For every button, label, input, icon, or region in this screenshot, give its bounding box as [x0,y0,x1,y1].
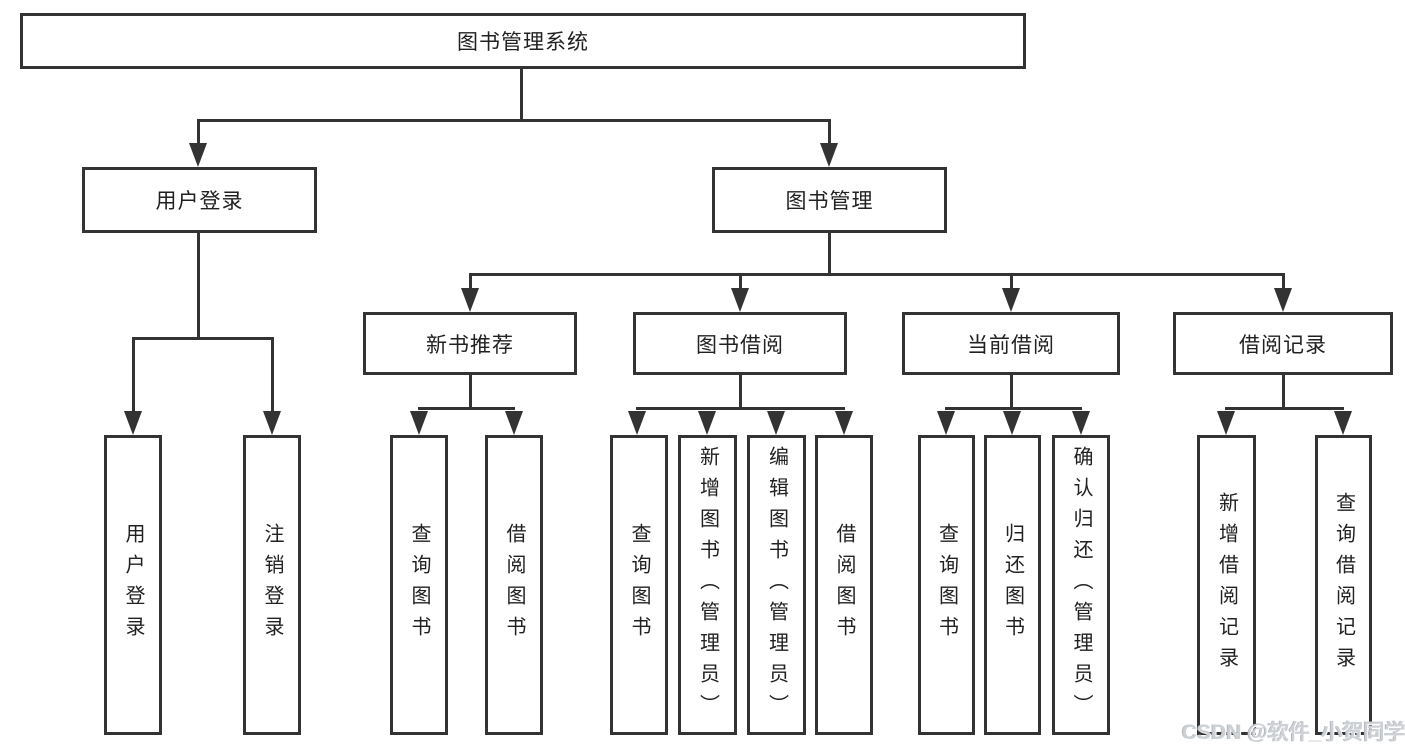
connector-split-book-borrowing [636,407,845,410]
leaf-confirm-return-admin-label: 确认归还（管理员） [1070,445,1092,725]
connector-stem-book-management [828,230,831,276]
node-borrowing-records-label: 借阅记录 [1239,333,1327,357]
leaf-query-books-recommend: 查询图书 [390,435,448,735]
connector-shaft [828,119,831,147]
leaf-borrow-books-recommend-label: 借阅图书 [503,523,525,647]
node-current-borrowing-label: 当前借阅 [967,333,1055,357]
arrow-down-icon [937,411,955,435]
leaf-confirm-return-admin: 确认归还（管理员） [1052,435,1110,735]
connector-stem-current-borrowing [1010,372,1013,410]
arrow-down-icon [1274,288,1292,312]
node-user-login-label: 用户登录 [155,190,244,213]
leaf-return-books-label: 归还图书 [1001,523,1024,647]
arrow-down-icon [835,411,853,435]
connector-split-borrowing-records [1225,407,1344,410]
connector-split-book-management [469,273,1284,276]
node-current-borrowing: 当前借阅 [902,312,1120,375]
connector-shaft [739,273,742,291]
leaf-edit-books-admin: 编辑图书（管理员） [747,435,806,735]
connector-shaft [469,273,472,291]
connector-shaft [132,337,135,414]
connector-stem-root [520,66,523,122]
leaf-query-books-current-label: 查询图书 [935,523,958,647]
arrow-down-icon [698,411,716,435]
node-book-borrowing: 图书借阅 [633,312,847,375]
leaf-return-books: 归还图书 [984,435,1041,735]
node-new-book-recommend-label: 新书推荐 [426,333,514,357]
arrow-down-icon [124,411,142,435]
csdn-watermark: CSDN @软件_小贺同学 [1182,721,1405,744]
connector-shaft [271,337,274,414]
arrow-down-icon [628,411,646,435]
leaf-borrow-books-label: 借阅图书 [833,523,855,647]
leaf-query-books-recommend-label: 查询图书 [408,523,430,647]
node-user-login: 用户登录 [82,167,317,233]
arrow-down-icon [1003,411,1021,435]
connector-stem-book-borrowing [739,372,742,410]
arrow-down-icon [461,288,479,312]
leaf-borrow-books: 借阅图书 [815,435,873,735]
connector-stem-borrowing-records [1282,372,1285,410]
leaf-logout: 注销登录 [243,435,301,735]
connector-shaft [197,119,200,147]
node-new-book-recommend: 新书推荐 [363,312,577,375]
leaf-add-books-admin-label: 新增图书（管理员） [696,445,719,725]
leaf-user-login-label: 用户登录 [122,523,144,647]
connector-split-level1 [197,119,830,122]
connector-split-user-login [132,337,274,340]
arrow-down-icon [263,411,281,435]
leaf-query-books-current: 查询图书 [918,435,975,735]
arrow-down-icon [189,143,207,167]
arrow-down-icon [1002,288,1020,312]
node-root-label: 图书管理系统 [457,31,589,54]
leaf-query-books-borrowing: 查询图书 [610,435,668,735]
leaf-query-borrow-record: 查询借阅记录 [1315,435,1372,735]
node-borrowing-records: 借阅记录 [1173,312,1393,375]
leaf-add-borrow-record: 新增借阅记录 [1197,435,1256,735]
arrow-down-icon [505,411,523,435]
connector-split-new-book [418,407,515,410]
connector-stem-user-login [197,230,200,340]
leaf-user-login: 用户登录 [104,435,162,735]
leaf-edit-books-admin-label: 编辑图书（管理员） [765,445,788,725]
leaf-add-books-admin: 新增图书（管理员） [678,435,737,735]
node-root: 图书管理系统 [20,13,1026,69]
connector-stem-new-book [469,372,472,410]
connector-split-current-borrowing [945,407,1082,410]
arrow-down-icon [820,143,838,167]
arrow-down-icon [1217,411,1235,435]
arrow-down-icon [731,288,749,312]
leaf-logout-label: 注销登录 [261,523,283,647]
arrow-down-icon [1072,411,1090,435]
connector-shaft [1282,273,1285,291]
node-book-borrowing-label: 图书借阅 [696,333,784,357]
connector-shaft [1010,273,1013,291]
leaf-query-books-borrowing-label: 查询图书 [628,523,650,647]
leaf-borrow-books-recommend: 借阅图书 [485,435,543,735]
node-book-management: 图书管理 [712,167,947,233]
arrow-down-icon [1334,411,1352,435]
arrow-down-icon [410,411,428,435]
leaf-add-borrow-record-label: 新增借阅记录 [1215,492,1238,678]
leaf-query-borrow-record-label: 查询借阅记录 [1332,492,1355,678]
node-book-management-label: 图书管理 [785,190,874,213]
arrow-down-icon [767,411,785,435]
